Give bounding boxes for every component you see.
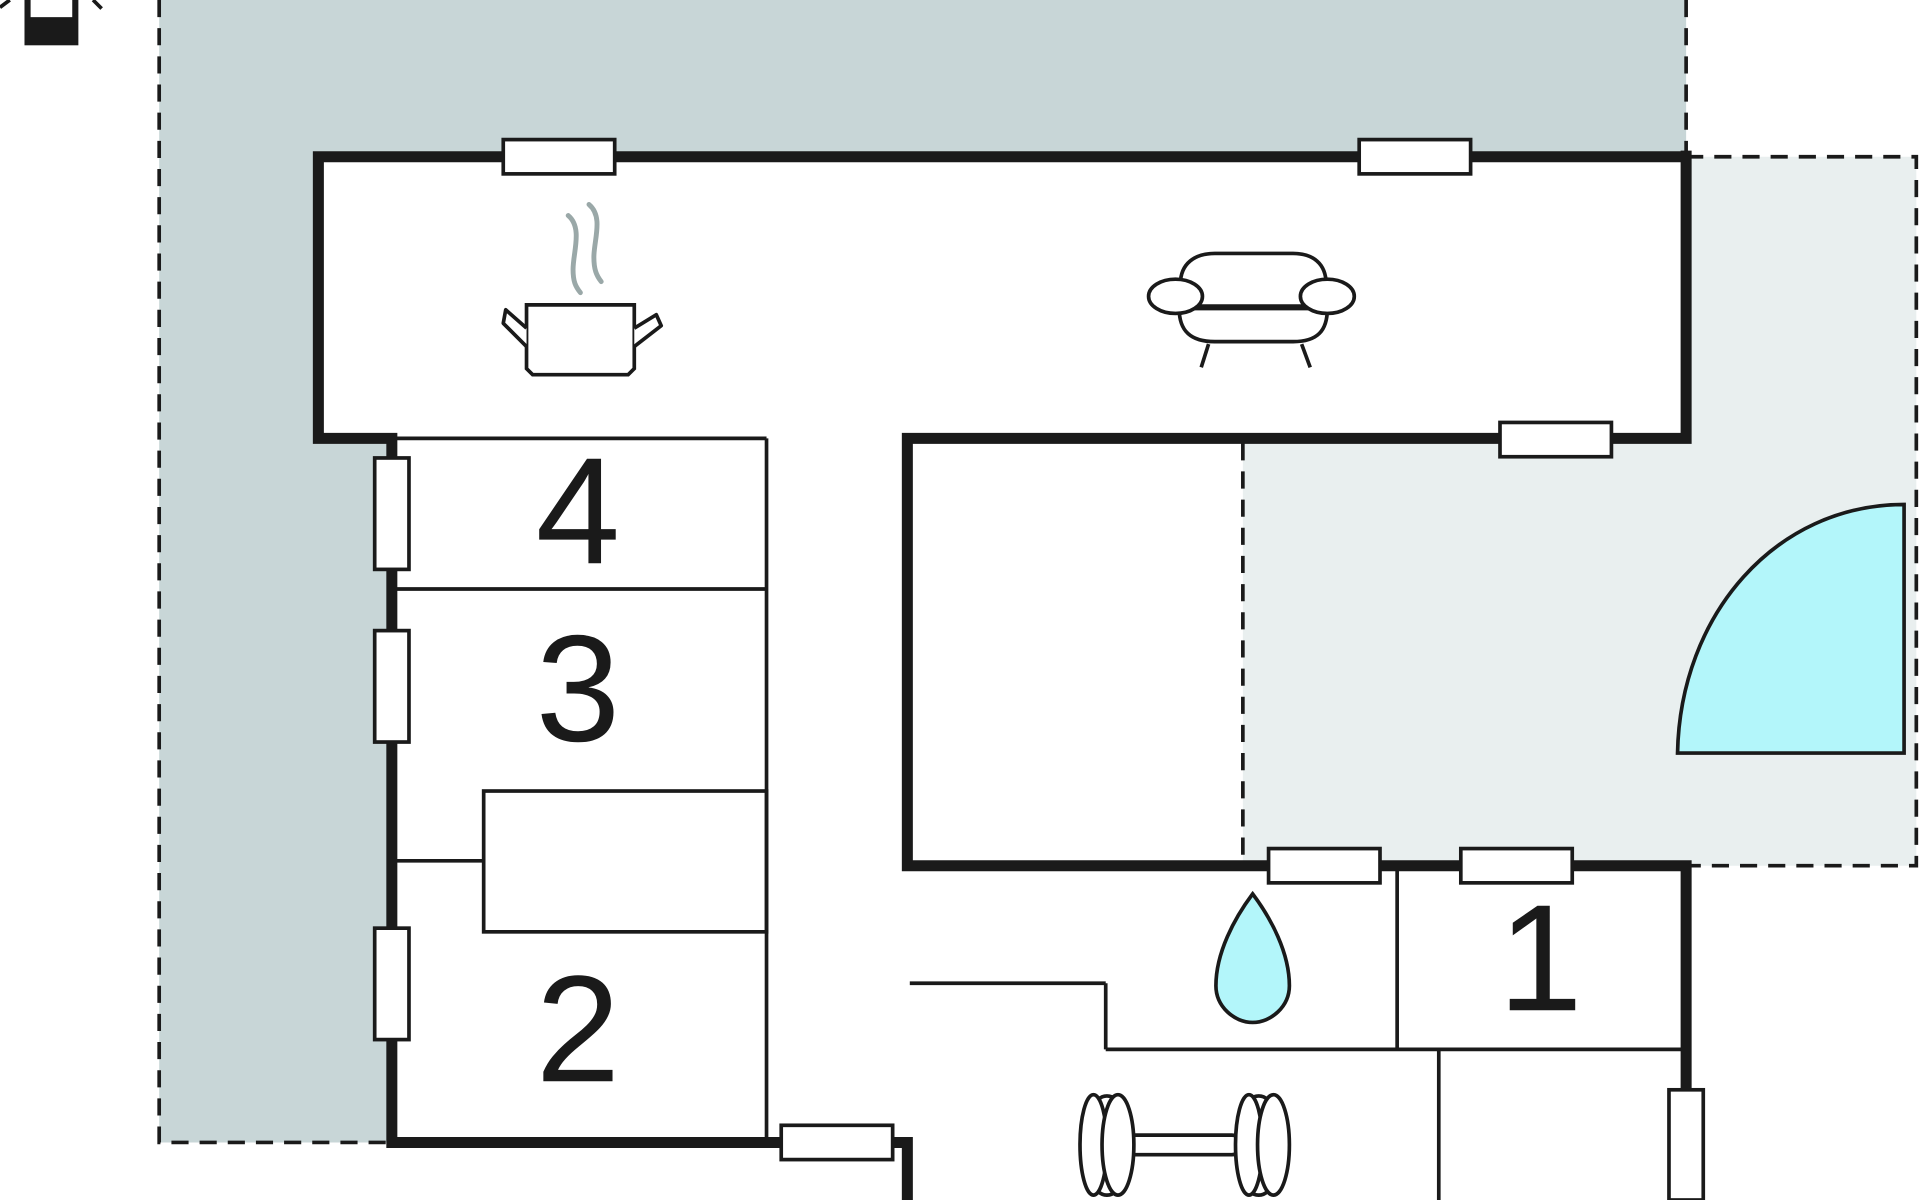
windows	[372, 137, 1706, 1200]
terrace-boundary	[1686, 154, 1919, 868]
window	[372, 456, 411, 572]
interior-walls	[391, 436, 1687, 1200]
room-label-3: 3	[536, 605, 620, 774]
window	[372, 926, 411, 1042]
room-label-2: 2	[536, 945, 620, 1114]
garden-boundary	[157, 0, 390, 1145]
window	[1667, 1087, 1706, 1200]
water-drop-icon	[1214, 890, 1292, 1025]
window	[1357, 137, 1473, 176]
dumbbell-icon	[1078, 1092, 1292, 1197]
room-label-1: 1	[1498, 874, 1582, 1043]
window	[1458, 846, 1575, 885]
window	[1266, 846, 1382, 885]
terrace-door	[1675, 502, 1906, 755]
window	[779, 1123, 895, 1162]
window	[1498, 420, 1614, 459]
window	[372, 628, 411, 744]
terrace-area	[1242, 156, 1917, 866]
garden-area	[159, 0, 1687, 1143]
room-label-4: 4	[536, 427, 620, 596]
cooking-pot-icon	[501, 202, 664, 377]
window	[501, 137, 617, 176]
north-arrow-icon	[0, 0, 103, 46]
sofa-icon	[1146, 251, 1357, 368]
